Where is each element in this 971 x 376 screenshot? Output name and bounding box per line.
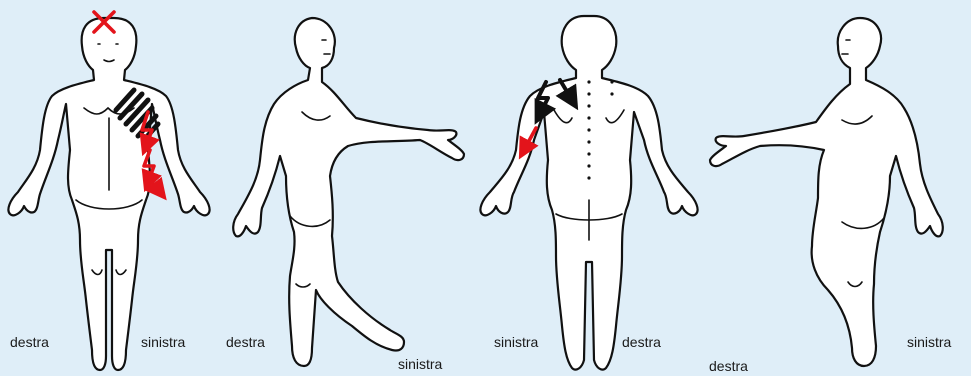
side-label-left-side: sinistra — [398, 356, 442, 372]
front-label-left-side: sinistra — [141, 334, 185, 350]
figure-side-mirrored — [710, 18, 943, 366]
back-label-right-side: destra — [622, 334, 661, 350]
side-mirrored-label-left-side: sinistra — [907, 334, 951, 350]
side-label-right-side: destra — [226, 334, 265, 350]
figure-side — [233, 18, 464, 366]
front-body-outline — [8, 18, 209, 370]
figure-front — [8, 12, 209, 370]
front-label-right-side: destra — [10, 334, 49, 350]
back-label-left-side: sinistra — [494, 334, 538, 350]
figure-back — [480, 16, 697, 370]
side-body-outline — [233, 18, 464, 366]
back-body-outline — [480, 16, 697, 370]
side-mirrored-body-outline — [710, 18, 943, 366]
side-mirrored-label-right-side: destra — [709, 358, 748, 374]
